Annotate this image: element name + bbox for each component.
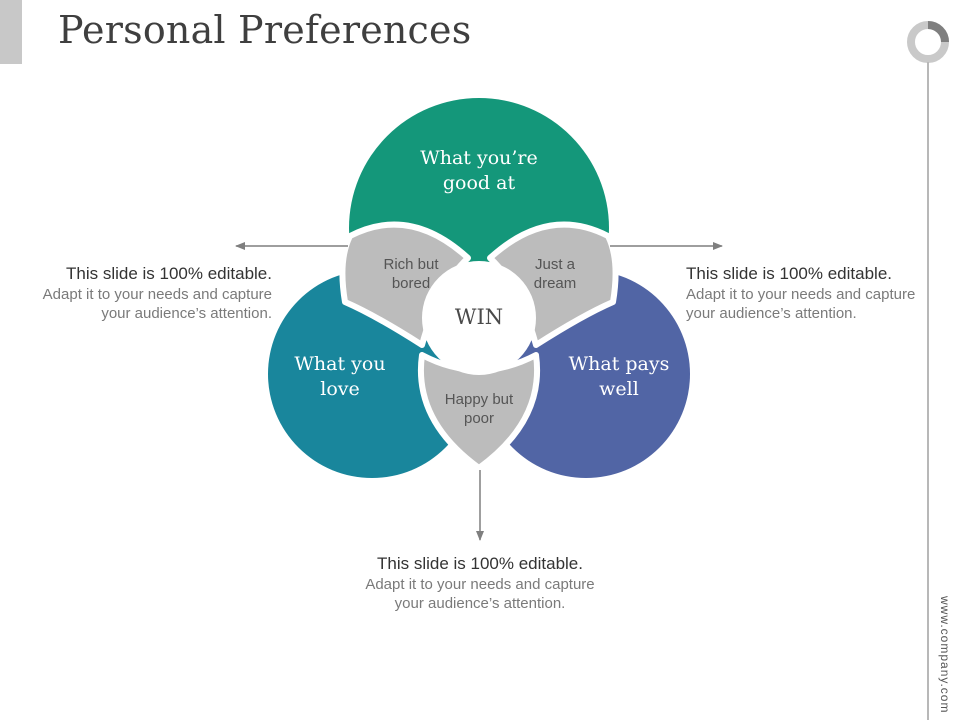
right-divider: [927, 62, 929, 720]
label-just-a-dream: Just a dream: [533, 256, 577, 292]
callout-right: This slide is 100% editable. Adapt it to…: [686, 263, 918, 323]
page-title: Personal Preferences: [58, 8, 472, 52]
label-good-at: What you’re good at: [420, 147, 538, 194]
center-win-circle: [422, 261, 536, 375]
label-rich-but-bored: Rich but bored: [383, 256, 439, 292]
label-happy-but-poor: Happy but poor: [444, 391, 514, 427]
callout-right-heading: This slide is 100% editable.: [686, 264, 893, 283]
callout-right-body: Adapt it to your needs and capture your …: [686, 286, 916, 322]
callout-bottom-heading: This slide is 100% editable.: [376, 554, 583, 573]
callout-left-body: Adapt it to your needs and capture your …: [42, 286, 272, 322]
label-pays-well: What pays well: [568, 353, 670, 400]
title-accent-bar: [0, 0, 22, 64]
label-love: What you love: [294, 353, 386, 400]
company-logo-icon: [907, 21, 949, 63]
website-url: www.company.com: [938, 596, 952, 714]
callout-bottom: This slide is 100% editable. Adapt it to…: [362, 553, 598, 613]
callout-left-heading: This slide is 100% editable.: [65, 264, 272, 283]
callout-bottom-body: Adapt it to your needs and capture your …: [365, 576, 595, 612]
label-win: WIN: [454, 305, 504, 329]
callout-left: This slide is 100% editable. Adapt it to…: [40, 263, 272, 323]
